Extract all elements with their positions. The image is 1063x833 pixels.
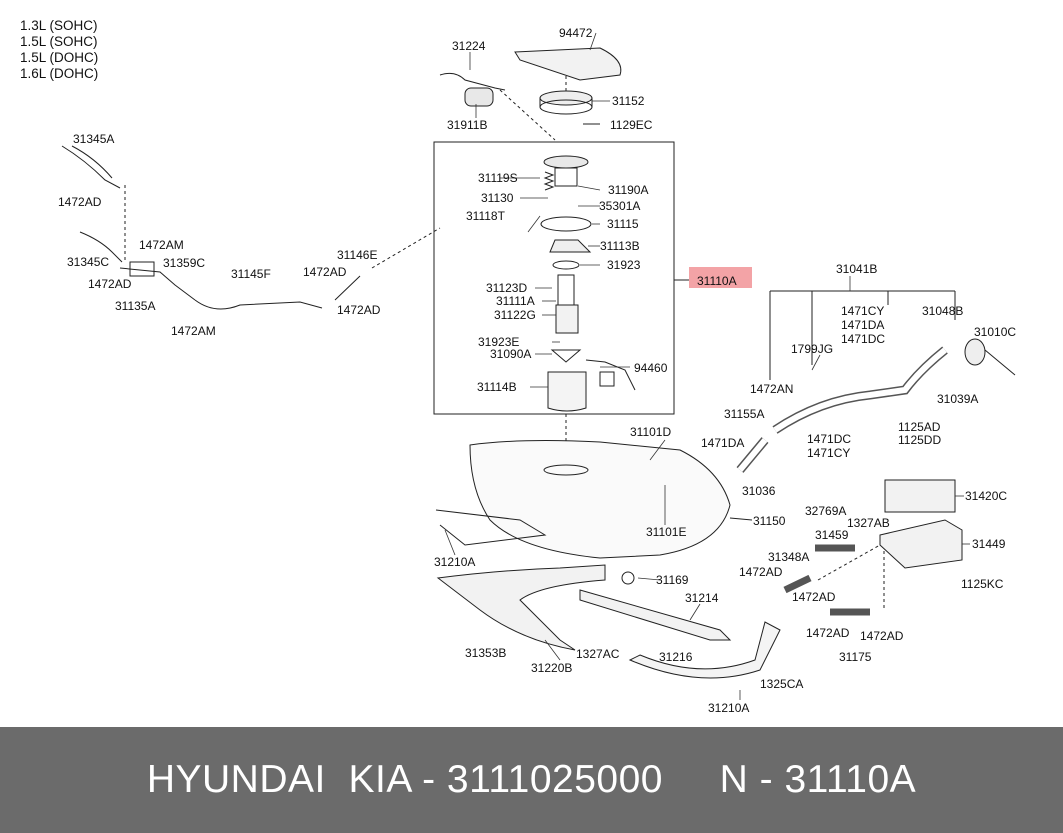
engine-variant: 1.3L (SOHC)	[20, 18, 98, 33]
part-label: 31169	[656, 573, 689, 587]
part-label: 1471DC	[807, 432, 851, 446]
part-label: 31220B	[531, 661, 572, 675]
part-label: 31145F	[231, 267, 271, 281]
part-label: 1125AD	[898, 420, 941, 434]
part-label: 1472AD	[337, 303, 381, 317]
part-label: 31190A	[608, 183, 648, 197]
part-label: 31135A	[115, 299, 155, 313]
part-label: 1471DA	[841, 318, 884, 332]
part-label: 31459	[815, 528, 849, 542]
part-label: 31118T	[466, 209, 506, 223]
part-label: 1472AD	[806, 626, 850, 640]
highlighted-part-marker	[689, 267, 752, 288]
part-label: 31923	[607, 258, 641, 272]
part-label: 1471CY	[841, 304, 884, 318]
part-label: 1472AD	[303, 265, 347, 279]
part-label: 31345C	[67, 255, 109, 269]
part-label: 94472	[559, 26, 593, 40]
part-label: 1471DC	[841, 332, 885, 346]
part-label: 31449	[972, 537, 1006, 551]
part-label: 31150	[753, 514, 786, 528]
part-label: 31146E	[337, 248, 377, 262]
part-label: 31348A	[768, 550, 809, 564]
part-label highlighted: 31110A	[697, 274, 737, 288]
part-label: 31359C	[163, 256, 205, 270]
pump-assembly-box	[433, 141, 675, 415]
part-label: 31048B	[922, 304, 963, 318]
part-label: 31345A	[73, 132, 114, 146]
part-label: 35301A	[599, 199, 640, 213]
part-label: 1471CY	[807, 446, 850, 460]
part-label: 31923E	[478, 335, 519, 349]
part-label: 31039A	[937, 392, 978, 406]
part-label: 31101D	[630, 425, 671, 439]
part-label: 94460	[634, 361, 668, 375]
engine-variant: 1.5L (DOHC)	[20, 50, 99, 65]
part-label: 32769A	[805, 504, 846, 518]
part-label: 1472AM	[139, 238, 184, 252]
fuel-system-exploded-diagram: 94472 31224 31152 31911B 1129EC 31345A 3…	[58, 26, 1016, 715]
part-label: 31111A	[496, 294, 535, 308]
part-label: 1327AC	[576, 647, 620, 661]
part-label: 31420C	[965, 489, 1007, 503]
part-label: 1325CA	[760, 677, 803, 691]
part-label: 31175	[839, 650, 872, 664]
part-label: 31113B	[600, 239, 640, 253]
part-label: 1799JG	[791, 342, 833, 356]
part-label: 31115	[607, 217, 639, 231]
part-label: 31036	[742, 484, 776, 498]
part-number-banner: HYUNDAI KIA - 3111025000 N - 31110A	[0, 727, 1063, 833]
part-label: 31210A	[434, 555, 475, 569]
part-label: 31214	[685, 591, 719, 605]
part-label: 1472AD	[792, 590, 836, 604]
part-label: 31353B	[465, 646, 506, 660]
part-label: 31224	[452, 39, 486, 53]
part-label: 31041B	[836, 262, 877, 276]
part-label: 1472AD	[88, 277, 132, 291]
part-label: 1327AB	[847, 516, 890, 530]
part-label: 1472AD	[58, 195, 102, 209]
part-label: 1125KC	[961, 577, 1004, 591]
part-label: 31090A	[490, 347, 531, 361]
engine-variant: 1.6L (DOHC)	[20, 66, 99, 81]
part-label: 1125DD	[898, 433, 941, 447]
part-label: 1471DA	[701, 436, 744, 450]
part-label: 31152	[612, 94, 645, 108]
part-label: 31114B	[477, 380, 517, 394]
part-label: 1472AD	[860, 629, 904, 643]
part-label: 31010C	[974, 325, 1016, 339]
part-label: 1129EC	[610, 118, 653, 132]
part-label: 31119S	[478, 171, 518, 185]
engine-variant: 1.5L (SOHC)	[20, 34, 98, 49]
part-label: 31122G	[494, 308, 536, 322]
part-label: 31123D	[486, 281, 527, 295]
part-label: 31216	[659, 650, 693, 664]
part-label: 1472AM	[171, 324, 216, 338]
part-label: 1472AD	[739, 565, 783, 579]
part-label: 31155A	[724, 407, 764, 421]
part-label: 31130	[481, 191, 514, 205]
part-label: 31101E	[646, 525, 686, 539]
part-label: 1472AN	[750, 382, 793, 396]
part-number-text: HYUNDAI KIA - 3111025000 N - 31110A	[146, 758, 917, 801]
part-label: 31911B	[447, 118, 487, 132]
part-label: 31210A	[708, 701, 749, 715]
